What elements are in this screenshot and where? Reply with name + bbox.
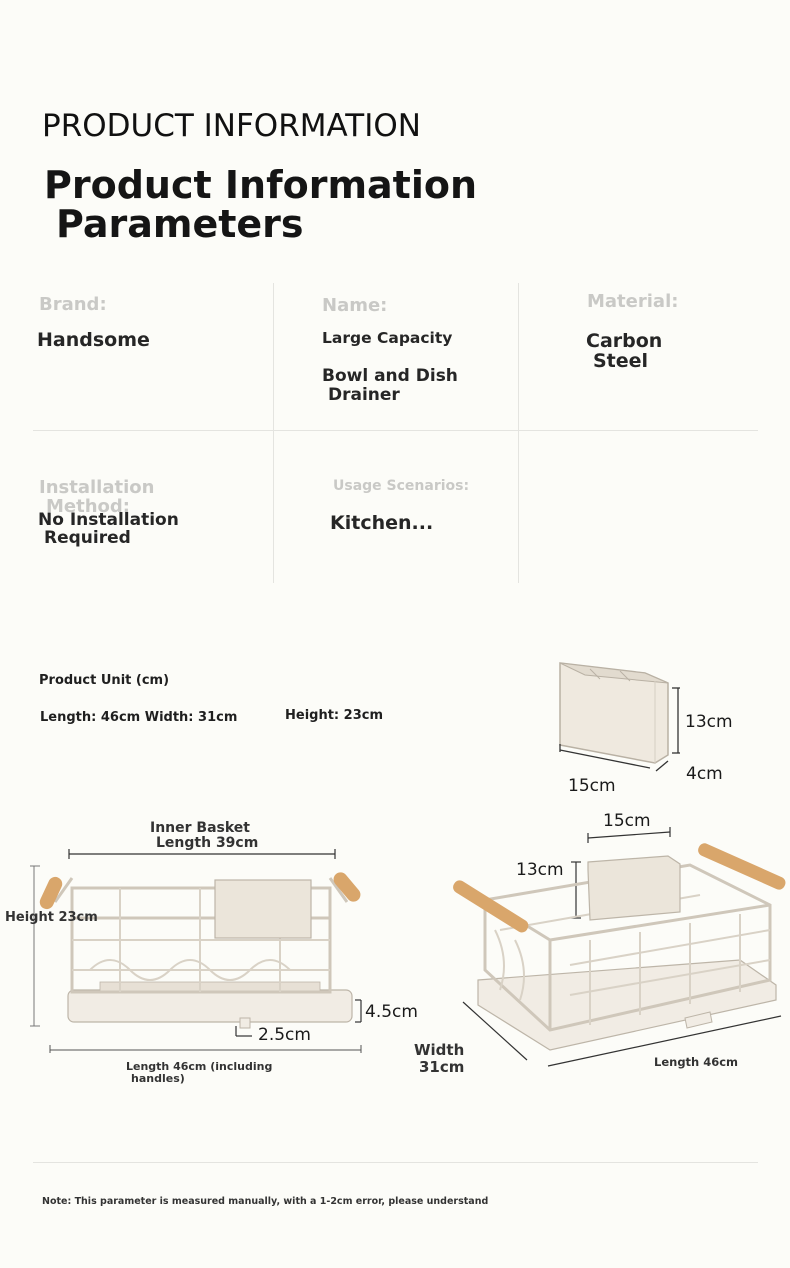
unit-height: Height: 23cm bbox=[285, 708, 383, 723]
name-label: Name: bbox=[322, 295, 388, 316]
persp-cup-width-dim: 15cm bbox=[603, 811, 651, 831]
inner-basket-label-1: Inner Basket bbox=[150, 820, 250, 836]
measurement-note: Note: This parameter is measured manuall… bbox=[42, 1196, 489, 1207]
perspective-view-illustration bbox=[453, 827, 786, 1067]
install-value-line-2: Required bbox=[44, 528, 131, 548]
inner-basket-label-2: Length 39cm bbox=[156, 835, 259, 851]
cup-width-dim: 15cm bbox=[568, 776, 616, 796]
persp-cup-height-dim: 13cm bbox=[516, 860, 564, 880]
brand-value: Handsome bbox=[37, 329, 150, 351]
page-title: Product Information Parameters bbox=[44, 166, 477, 244]
cutlery-cup-illustration bbox=[559, 662, 680, 772]
install-label-line-2: Method: bbox=[46, 496, 130, 517]
usage-value: Kitchen... bbox=[330, 512, 434, 534]
front-length-label-1: Length 46cm (including bbox=[126, 1060, 273, 1073]
grid-divider-v2 bbox=[518, 283, 519, 583]
name-value-line-2: Bowl and Dish bbox=[322, 366, 458, 386]
material-value-line-2: Steel bbox=[593, 350, 649, 372]
name-value-line-1: Large Capacity bbox=[322, 329, 453, 347]
front-length-label-2: handles) bbox=[131, 1072, 185, 1085]
front-height-label: Height 23cm bbox=[5, 910, 98, 925]
material-label: Material: bbox=[587, 291, 679, 312]
persp-width-label-2: 31cm bbox=[419, 1058, 465, 1076]
usage-label: Usage Scenarios: bbox=[333, 478, 470, 494]
front-view-illustration bbox=[30, 849, 362, 1053]
grid-divider-v1 bbox=[273, 283, 274, 583]
persp-width-label-1: Width bbox=[414, 1041, 465, 1059]
material-value-line-1: Carbon bbox=[586, 330, 663, 352]
cup-height-dim: 13cm bbox=[685, 712, 733, 732]
eyebrow-heading: PRODUCT INFORMATION bbox=[42, 108, 421, 144]
brand-label: Brand: bbox=[39, 294, 107, 315]
foot-dim: 2.5cm bbox=[258, 1025, 311, 1045]
install-label-line-1: Installation bbox=[39, 477, 155, 498]
title-line-2: Parameters bbox=[56, 202, 304, 246]
unit-title: Product Unit (cm) bbox=[39, 673, 170, 688]
cup-depth-dim: 4cm bbox=[686, 764, 723, 784]
tray-height-dim: 4.5cm bbox=[365, 1002, 418, 1022]
name-value-line-3: Drainer bbox=[328, 385, 400, 405]
title-line-1: Product Information bbox=[44, 163, 478, 207]
persp-length-label: Length 46cm bbox=[654, 1055, 739, 1069]
unit-length-width: Length: 46cm Width: 31cm bbox=[40, 710, 238, 725]
install-value-line-1: No Installation bbox=[38, 510, 179, 530]
grid-divider-h bbox=[33, 430, 758, 431]
note-divider bbox=[33, 1162, 758, 1163]
